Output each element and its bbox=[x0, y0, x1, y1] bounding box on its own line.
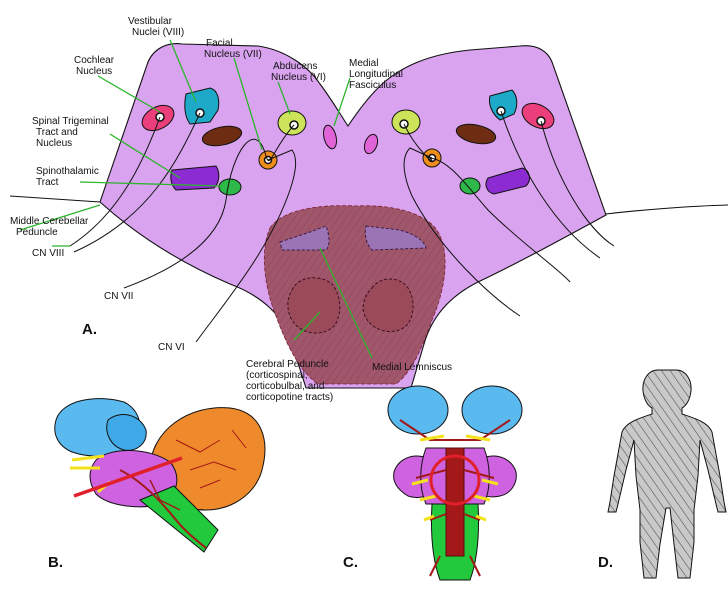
label-medial-lemniscus: Medial Lemniscus bbox=[372, 362, 452, 373]
panel-label-b: B. bbox=[48, 554, 63, 571]
cochlear-nucleus-right bbox=[521, 102, 555, 130]
panel-label-a: A. bbox=[82, 321, 97, 338]
cerebral-peduncle-left bbox=[287, 277, 341, 334]
spinal-trigeminal-brown-right bbox=[455, 123, 497, 145]
hatched-human-body-icon: D. bbox=[598, 369, 727, 579]
temporal-lobe-left bbox=[387, 385, 449, 435]
label-mcp: Middle Cerebellar Peduncle bbox=[10, 216, 91, 238]
lesion-circle bbox=[429, 454, 481, 506]
panel-label-c: C. bbox=[343, 554, 358, 571]
thalamus-lateral bbox=[106, 414, 147, 451]
label-cn6: CN VI bbox=[158, 342, 185, 353]
label-cn8: CN VIII bbox=[32, 248, 64, 259]
spinal-trigeminal-tract-left bbox=[170, 165, 220, 191]
lesion-plane-line bbox=[73, 456, 183, 498]
cerebral-peduncle-right bbox=[362, 278, 414, 333]
brainstem-lateral-view: B. bbox=[48, 398, 266, 571]
brainstem-ventral-view: C. bbox=[343, 385, 523, 581]
mlf-right bbox=[363, 133, 379, 155]
label-abducens: Abducens Nucleus (VI) bbox=[271, 61, 326, 83]
spinothalamic-tract-right bbox=[459, 177, 481, 195]
label-vestibular: Vestibular Nuclei (VIII) bbox=[128, 16, 184, 38]
mlf-left bbox=[322, 124, 338, 150]
label-mlf: Medial Longitudinal Fasciculus bbox=[349, 58, 406, 91]
label-facial: Facial Nucleus (VII) bbox=[204, 38, 262, 60]
spinal-trigeminal-brown-left bbox=[201, 125, 243, 147]
label-spinal-trigeminal: Spinal Trigeminal Tract and Nucleus bbox=[32, 116, 112, 149]
label-cn7: CN VII bbox=[104, 291, 133, 302]
label-spinothalamic: Spinothalamic Tract bbox=[36, 166, 102, 188]
label-cerebral-peduncle: Cerebral Peduncle (corticospinal, cortic… bbox=[246, 359, 333, 403]
medial-lemniscus-right bbox=[364, 225, 427, 251]
panel-a-labels: Vestibular Nuclei (VIII) Facial Nucleus … bbox=[10, 16, 452, 403]
spinothalamic-tract-left bbox=[218, 178, 242, 196]
panel-label-d: D. bbox=[598, 554, 613, 571]
medulla-lateral bbox=[139, 485, 219, 553]
pons-cross-section bbox=[9, 39, 728, 389]
temporal-lobe-right bbox=[461, 385, 523, 435]
label-cochlear: Cochlear Nucleus bbox=[74, 55, 117, 77]
vestibular-nucleus-right bbox=[489, 89, 518, 121]
medial-lemniscus-left bbox=[279, 225, 330, 251]
